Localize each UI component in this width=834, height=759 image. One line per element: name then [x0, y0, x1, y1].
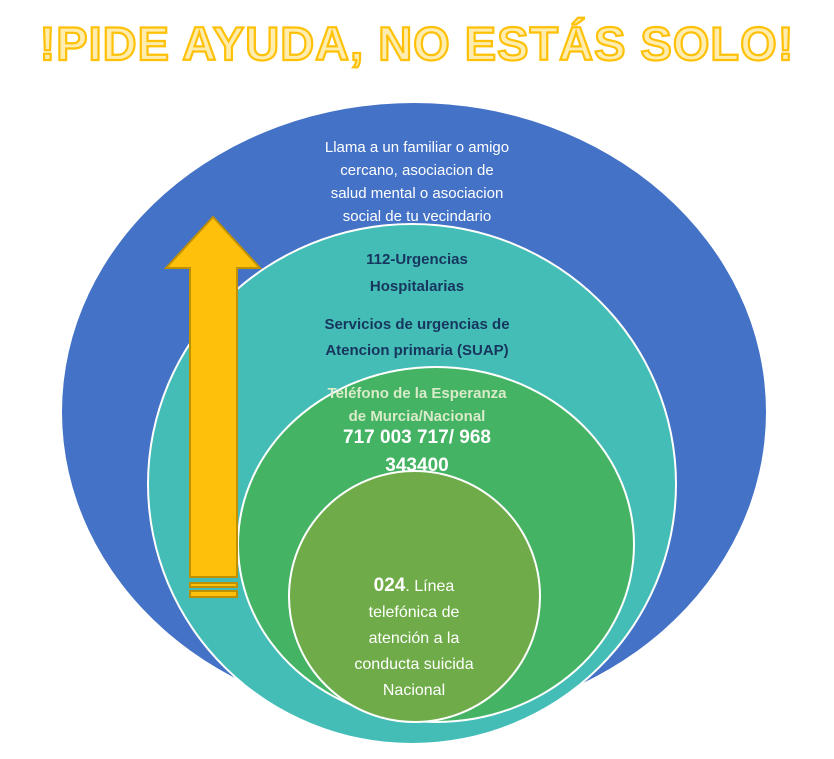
urgencias-hospitalarias-label: 112-Urgencias Hospitalarias	[366, 251, 468, 295]
community-support-label: Llama a un familiar o amigo cercano, aso…	[324, 139, 510, 225]
suap-label: Servicios de urgencias de Atencion prima…	[324, 316, 510, 359]
page-title: !PIDE AYUDA, NO ESTÁS SOLO!	[39, 16, 795, 71]
linea-024-number: 024	[373, 575, 406, 596]
circle-linea-024	[288, 470, 541, 723]
linea-024-description: . Línea telefónica de atención a la cond…	[354, 578, 474, 699]
telefono-esperanza-label: Teléfono de la Esperanza de Murcia/Nacio…	[327, 385, 507, 425]
esperanza-phone-number: 717 003 717/ 968 343400	[343, 427, 491, 476]
linea-024-label: 024. Línea telefónica de atención a la c…	[304, 547, 524, 704]
